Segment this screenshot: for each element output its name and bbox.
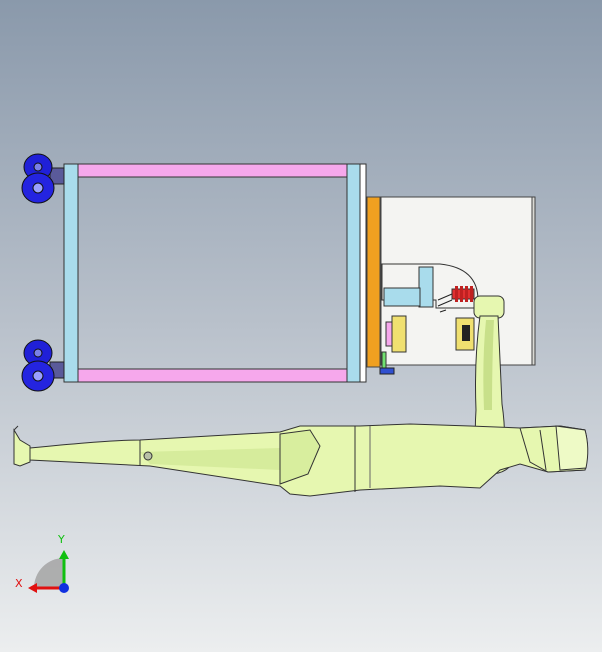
receiver-slot (462, 325, 470, 341)
caster-bracket (49, 167, 65, 185)
blue-bolt-head (379, 367, 395, 375)
triad-z-axis (59, 583, 69, 593)
tool-tip (13, 428, 31, 467)
frame-right-post (346, 163, 361, 383)
caster-hub (32, 370, 44, 382)
triad-x-arrow (28, 583, 37, 593)
frame-top-beam (77, 163, 349, 178)
frame-left-post (63, 163, 79, 383)
axis-x-label: X (15, 577, 23, 590)
yellow-clamp-jaw (391, 315, 407, 353)
forearm-shadow (483, 320, 494, 410)
caster-hub (32, 182, 44, 194)
upper-arm-shading (140, 448, 280, 470)
axis-y-label: Y (58, 533, 65, 546)
cyan-rod (383, 287, 421, 307)
caster-bottom[interactable] (21, 339, 65, 392)
shoulder-cap (555, 425, 589, 471)
triad-y-arrow (59, 550, 69, 559)
frame-bottom-beam (77, 368, 349, 383)
cart-frame[interactable] (63, 163, 367, 383)
arm-cone-tip (279, 429, 321, 485)
frame-right-post-edge (359, 163, 367, 383)
arm-bolt (143, 451, 153, 461)
gripper-wires (437, 293, 453, 313)
plate-edge (531, 196, 536, 366)
green-bolt (381, 351, 387, 371)
cyan-block (418, 266, 434, 308)
tool-tip-line (13, 425, 19, 431)
coordinate-triad (28, 550, 69, 593)
caster-top[interactable] (21, 153, 65, 204)
triad-arc (34, 558, 64, 588)
shoulder-seam (539, 429, 547, 471)
orange-spacer-bar (366, 196, 381, 368)
caster-hub-rear (33, 162, 43, 172)
caster-hub-rear (33, 348, 43, 358)
red-gripper-teeth (451, 286, 475, 302)
wrist-head (473, 295, 505, 319)
tooling-plate-assembly[interactable] (366, 196, 536, 375)
robot-arm[interactable] (13, 295, 589, 497)
